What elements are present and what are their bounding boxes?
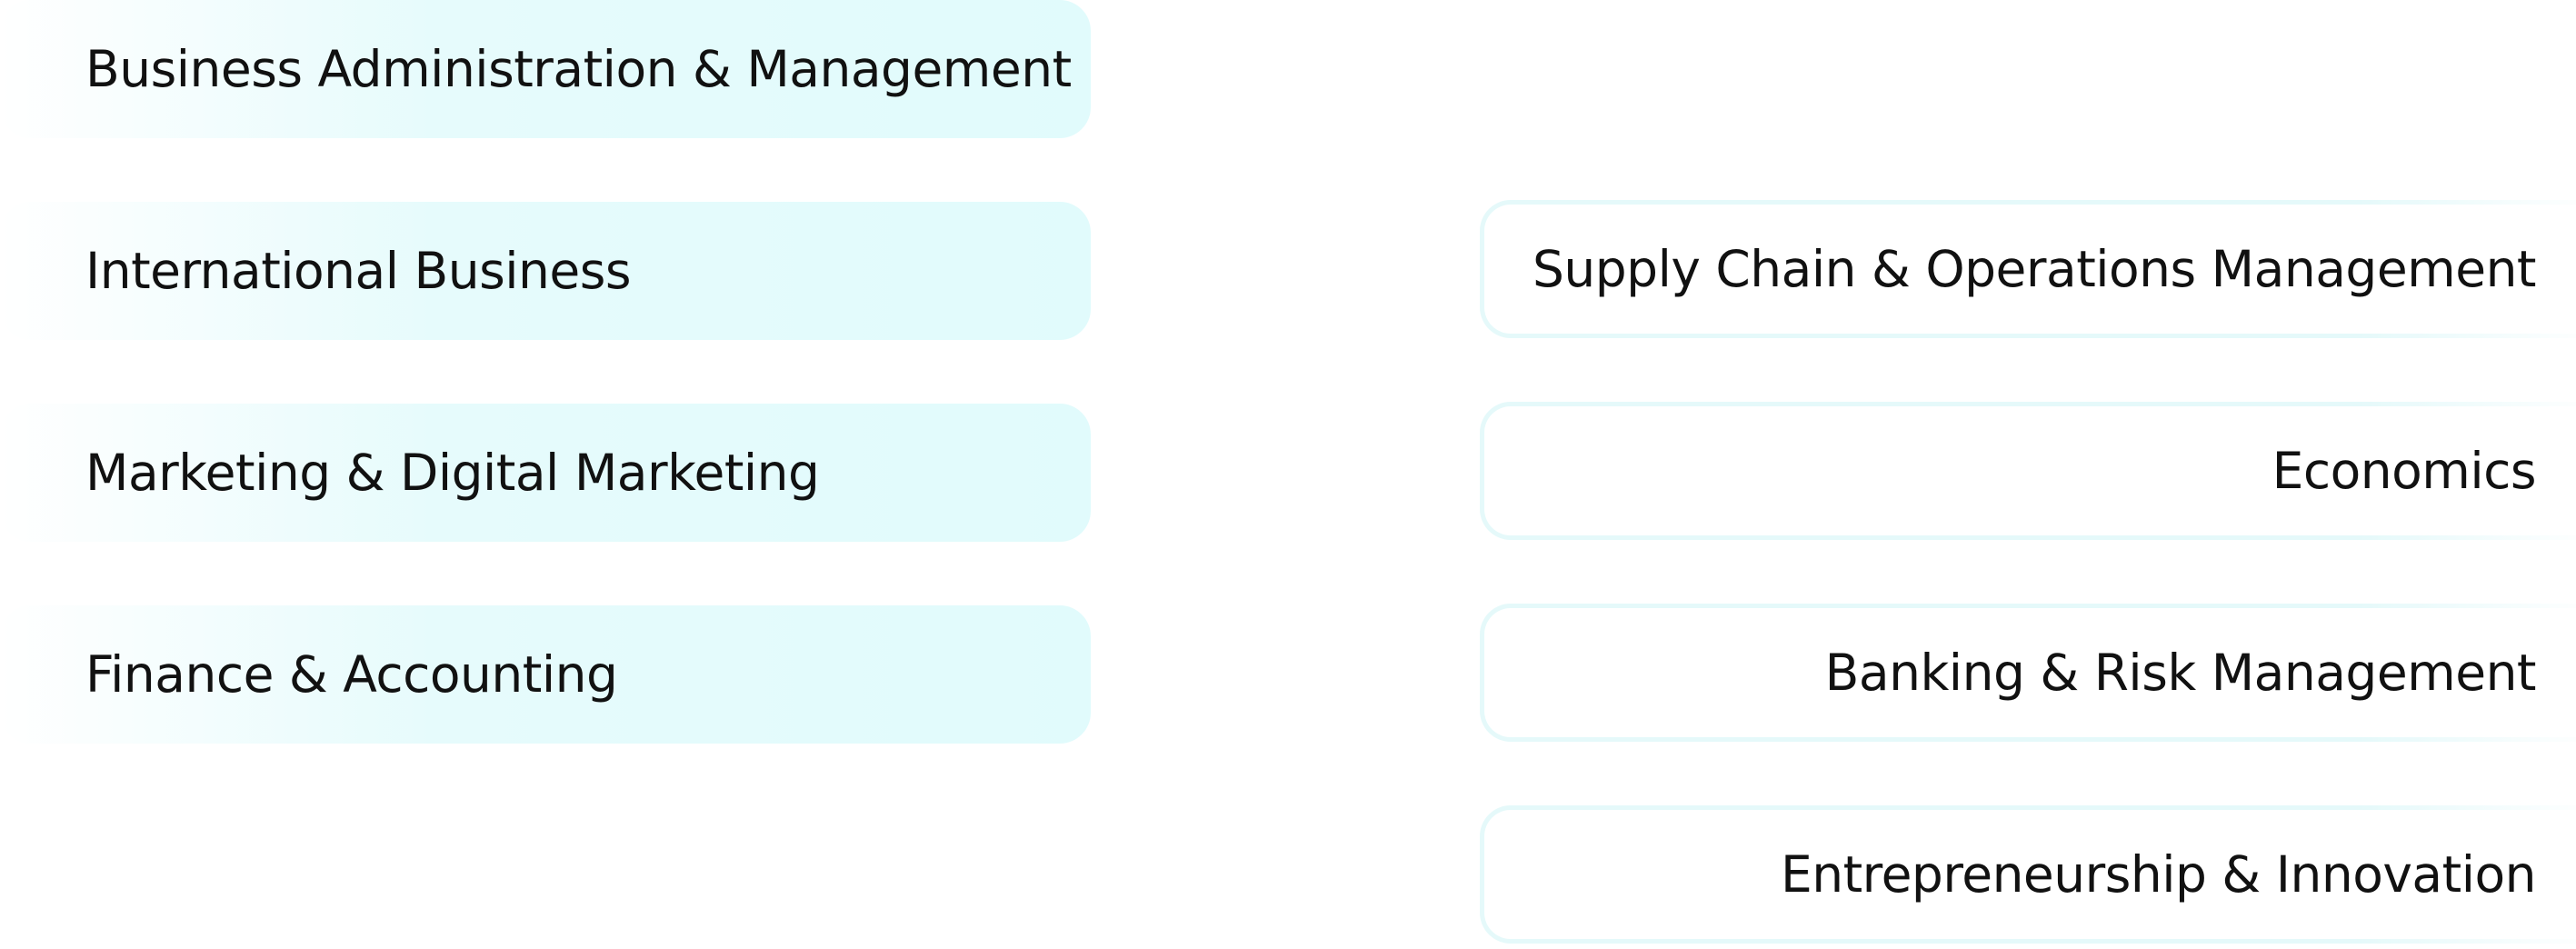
program-item-label: Business Administration & Management bbox=[85, 40, 1072, 98]
program-item-label: Economics bbox=[2271, 442, 2537, 500]
program-item-label: International Business bbox=[85, 242, 632, 300]
program-item-banking-risk[interactable]: Banking & Risk Management bbox=[1480, 604, 2576, 742]
program-item-entrepreneurship[interactable]: Entrepreneurship & Innovation bbox=[1480, 805, 2576, 944]
program-item-finance-accounting[interactable]: Finance & Accounting bbox=[0, 605, 1091, 744]
program-item-international-business[interactable]: International Business bbox=[0, 202, 1091, 340]
program-item-economics[interactable]: Economics bbox=[1480, 402, 2576, 540]
program-item-supply-chain[interactable]: Supply Chain & Operations Management bbox=[1480, 200, 2576, 338]
program-item-label: Entrepreneurship & Innovation bbox=[1781, 845, 2537, 904]
program-item-marketing[interactable]: Marketing & Digital Marketing bbox=[0, 404, 1091, 542]
program-item-label: Banking & Risk Management bbox=[1824, 644, 2537, 702]
program-item-label: Supply Chain & Operations Management bbox=[1532, 240, 2537, 298]
program-item-label: Finance & Accounting bbox=[85, 645, 618, 704]
program-item-label: Marketing & Digital Marketing bbox=[85, 444, 820, 502]
program-item-business-administration[interactable]: Business Administration & Management bbox=[0, 0, 1091, 138]
